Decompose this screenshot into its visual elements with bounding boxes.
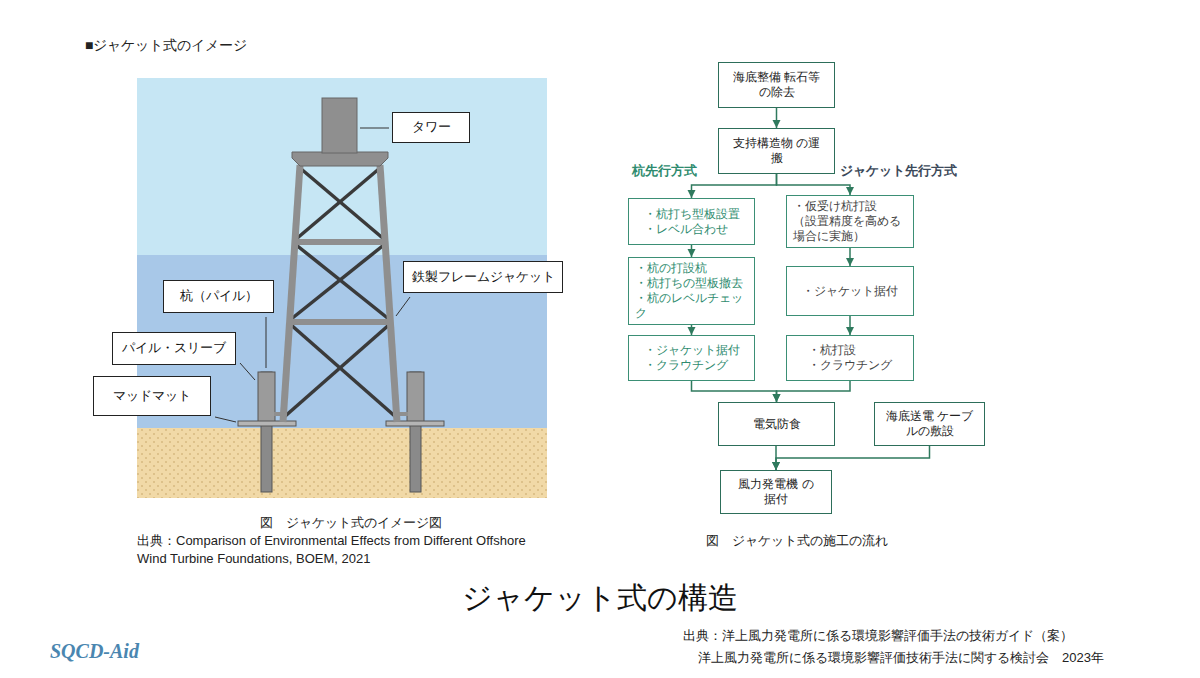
node-text: ・杭打ちの型板撤去 (635, 276, 743, 291)
node-text: 海底整備 転石等の除去 (732, 70, 822, 100)
source-note: 洋上風力発電所に係る環境影響評価技術手法に関する検討会 2023年 (698, 650, 1104, 667)
callout-box: 鉄製フレームジャケット (403, 261, 563, 293)
node-text: 鉄製フレームジャケット (412, 269, 555, 285)
node-body: ・ジャケット据付・クラウチング (644, 343, 740, 373)
section-heading: ■ジャケット式のイメージ (85, 36, 247, 54)
node-body: 電気防食 (753, 417, 801, 432)
node-body: マッドマット (113, 388, 191, 404)
callout-box: マッドマット (93, 376, 211, 416)
jacket-frame (274, 165, 408, 422)
node-body: ・杭打設・クラウチング (808, 343, 892, 373)
flow-arrow (691, 325, 693, 335)
flow-arrow (776, 446, 930, 470)
logo-text: SQCD-Aid (50, 638, 139, 664)
figure-caption: 図 ジャケット式の施工の流れ (706, 533, 888, 550)
seabed (137, 428, 547, 498)
page-title: ジャケット式の構造 (0, 578, 1200, 619)
node-text: タワー (412, 119, 451, 135)
node-text: ・杭のレベルチェック (635, 291, 748, 321)
source-note: 出典：Comparison of Environmental Effects f… (137, 532, 529, 568)
node-text: ・杭打ち型板設置 (644, 207, 740, 222)
node-body: ・杭の打設杭・杭打ちの型板撤去・杭のレベルチェック (635, 261, 748, 321)
flow-arrow (849, 248, 851, 266)
method-label: 杭先行方式 (632, 163, 697, 180)
node-body: 鉄製フレームジャケット (412, 269, 555, 285)
node-text: ・杭の打設杭 (635, 261, 707, 276)
node-text: 杭（パイル） (180, 288, 258, 304)
process-box: ・杭打ち型板設置・レベル合わせ (628, 198, 755, 245)
node-text: 電気防食 (753, 417, 801, 432)
node-text: 支持構造物 の運搬 (732, 136, 822, 166)
figure-caption: 図 ジャケット式のイメージ図 (260, 515, 442, 532)
pile-sleeve (258, 372, 275, 424)
sky (137, 78, 547, 256)
flow-arrow (777, 174, 851, 195)
flow-arrow (691, 245, 693, 257)
callout-box: 杭（パイル） (163, 280, 274, 313)
process-box: 支持構造物 の運搬 (718, 128, 835, 174)
process-box: 海底送電 ケーブルの敷設 (874, 402, 985, 446)
tower (322, 98, 357, 153)
node-text: ・仮受け杭打設 (793, 199, 877, 214)
callout-box: パイル・スリーブ (112, 332, 236, 365)
process-box: 電気防食 (718, 402, 835, 446)
node-body: タワー (412, 119, 451, 135)
node-body: 海底送電 ケーブルの敷設 (882, 409, 977, 439)
node-text: パイル・スリーブ (122, 340, 226, 356)
platform-deck (292, 152, 388, 166)
node-text: ・杭打設 (808, 343, 856, 358)
process-box: ・ジャケット据付・クラウチング (628, 335, 755, 381)
process-box: 海底整備 転石等の除去 (718, 62, 835, 108)
node-text: ・クラウチング (644, 358, 728, 373)
source-note: 出典：洋上風力発電所に係る環境影響評価手法の技術ガイド（案） (683, 628, 1073, 645)
process-box: ・仮受け杭打設（設置精度を高める 場合に実施） (786, 195, 914, 248)
leader-lines (215, 128, 410, 422)
flow-arrow (849, 316, 851, 335)
node-body: 海底整備 転石等の除去 (732, 70, 822, 100)
mud-mat (238, 421, 296, 426)
node-body: 杭（パイル） (180, 288, 258, 304)
pile-sleeve (407, 372, 424, 424)
node-body: 支持構造物 の運搬 (732, 136, 822, 166)
node-text: ・ジャケット据付 (644, 343, 740, 358)
node-text: マッドマット (113, 388, 191, 404)
node-text: （設置精度を高める 場合に実施） (793, 214, 907, 244)
process-box: ・杭打設・クラウチング (786, 335, 914, 381)
node-body: ・仮受け杭打設（設置精度を高める 場合に実施） (793, 199, 907, 244)
node-body: パイル・スリーブ (122, 340, 226, 356)
flow-arrow (692, 174, 777, 198)
process-box: ・ジャケット据付 (786, 266, 914, 316)
node-text: ・レベル合わせ (644, 222, 728, 237)
node-body: ・杭打ち型板設置・レベル合わせ (644, 207, 740, 237)
node-body: ・ジャケット据付 (802, 284, 898, 299)
node-text: 海底送電 ケーブルの敷設 (882, 409, 977, 439)
flow-arrow (777, 381, 851, 402)
flow-arrow (776, 108, 778, 128)
callout-box: タワー (392, 112, 470, 143)
method-label: ジャケット先行方式 (840, 163, 957, 180)
node-body: 風力発電機 の据付 (736, 477, 816, 507)
node-text: ・クラウチング (808, 358, 892, 373)
process-box: ・杭の打設杭・杭打ちの型板撤去・杭のレベルチェック (628, 257, 755, 325)
flow-arrow (692, 381, 777, 402)
node-text: 風力発電機 の据付 (736, 477, 816, 507)
node-text: ・ジャケット据付 (802, 284, 898, 299)
process-box: 風力発電機 の据付 (720, 470, 832, 514)
